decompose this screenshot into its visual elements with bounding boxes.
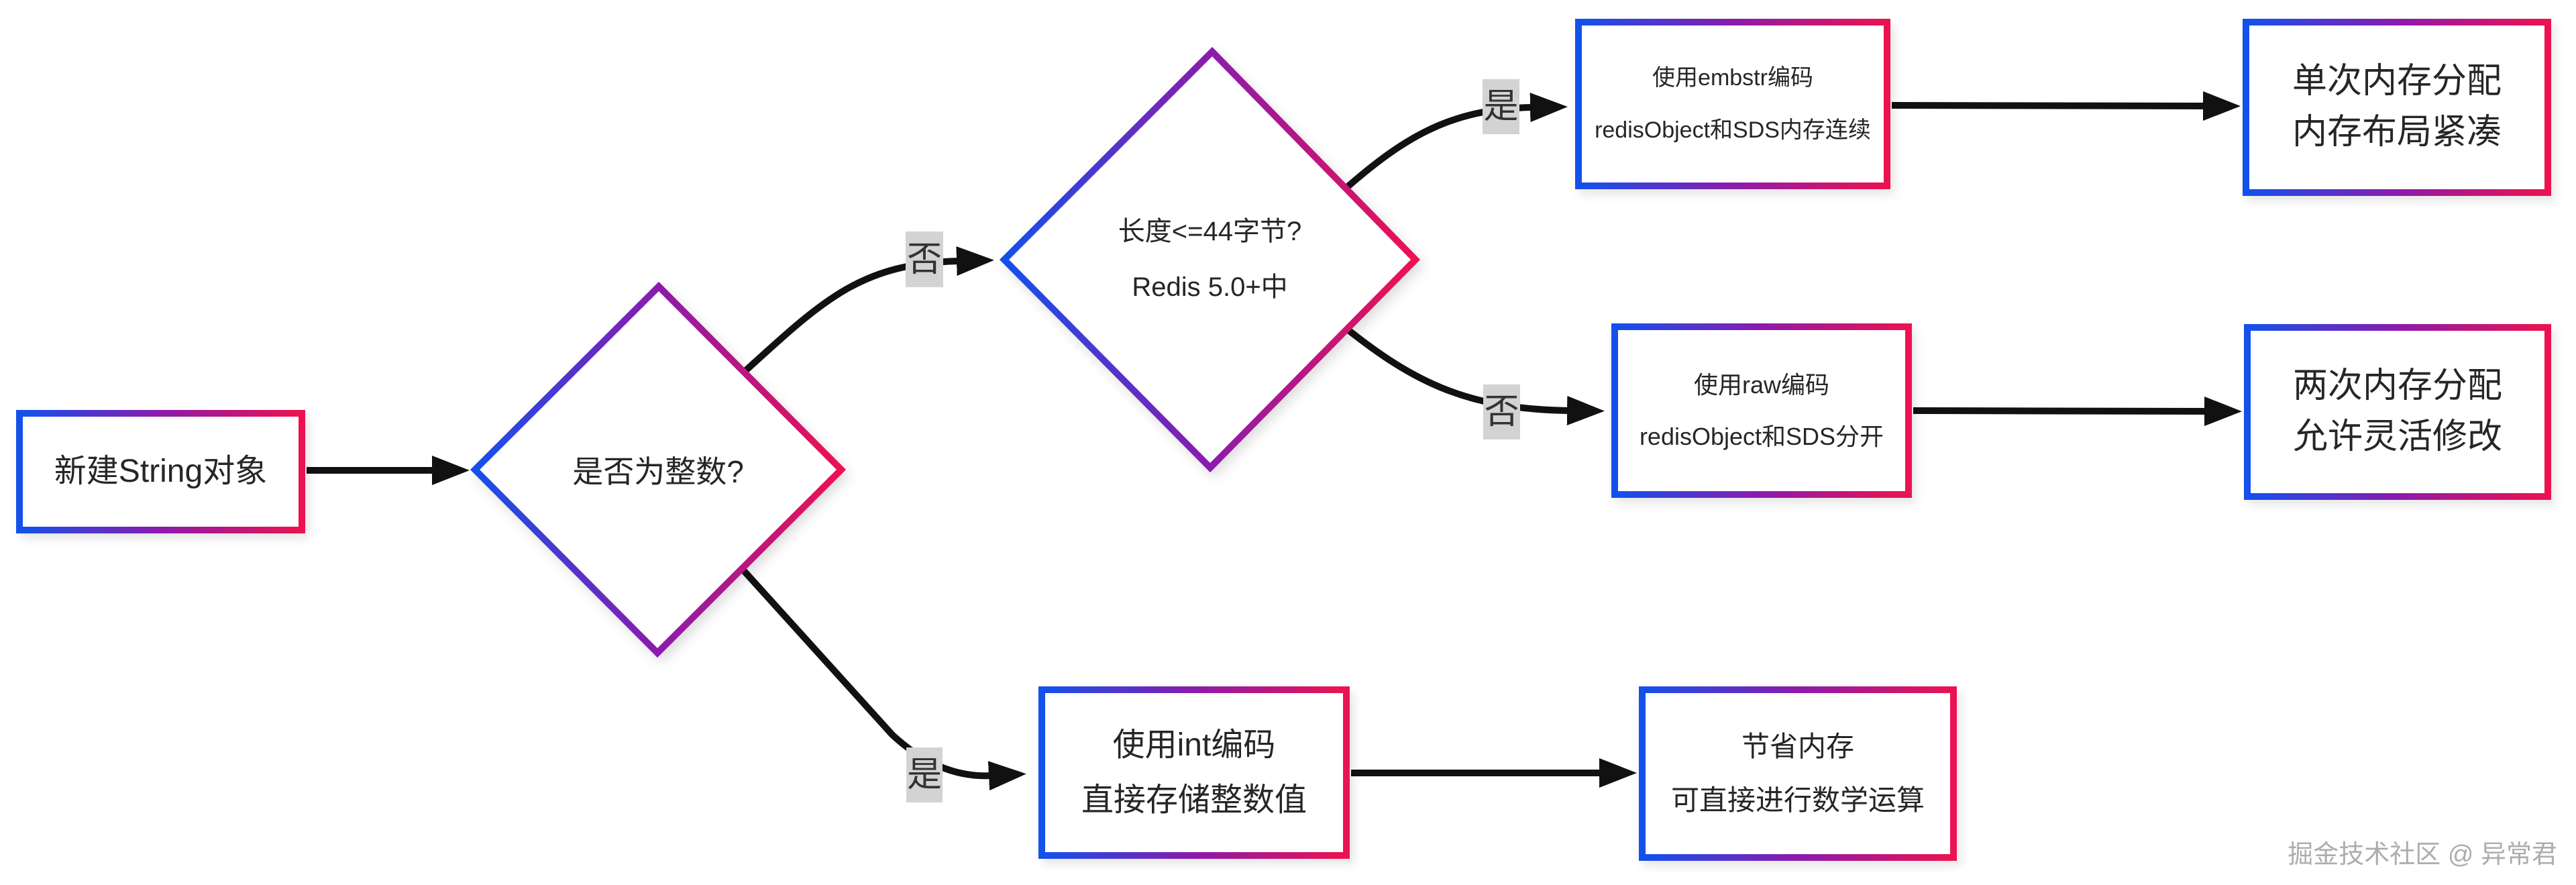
raw-result-node: 两次内存分配 允许灵活修改 [2244,324,2551,500]
int-node: 使用int编码 直接存储整数值 [1038,686,1350,859]
edge-integer-yes-to-int [710,534,1026,791]
embstr-node: 使用embstr编码 redisObject和SDS内存连续 [1575,19,1890,189]
edge-label-yes-to-embstr: 是 [1483,79,1519,134]
embstr-node-line1: 使用embstr编码 [1652,64,1813,91]
raw-node-line2: redisObject和SDS分开 [1639,423,1884,450]
raw-node-line1: 使用raw编码 [1693,370,1829,399]
start-node: 新建String对象 [16,410,305,533]
edge-embstr-to-result [1891,91,2241,121]
decision-diamond-is-integer [470,281,847,658]
embstr-result-line1: 单次内存分配 [2292,62,2502,101]
edge-length-no-to-raw [1336,319,1605,425]
embstr-node-line2: redisObject和SDS内存连续 [1595,117,1871,143]
decision-diamond-length [999,46,1421,473]
edge-label-yes-to-int: 是 [906,747,943,802]
int-result-node: 节省内存 可直接进行数学运算 [1639,686,1957,861]
raw-result-line2: 允许灵活修改 [2292,417,2502,456]
int-result-line1: 节省内存 [1741,731,1854,763]
embstr-result-line2: 内存布局紧凑 [2292,113,2502,152]
raw-node: 使用raw编码 redisObject和SDS分开 [1611,323,1912,498]
int-node-line2: 直接存储整数值 [1081,782,1307,818]
start-node-label: 新建String对象 [54,453,268,489]
int-result-line2: 可直接进行数学运算 [1670,784,1925,816]
edge-label-no-to-length: 否 [906,231,943,287]
edge-label-no-to-raw: 否 [1483,384,1520,439]
watermark-text: 掘金技术社区 @ 异常君 [2288,841,2557,869]
embstr-result-node: 单次内存分配 内存布局紧凑 [2243,19,2551,196]
raw-result-line1: 两次内存分配 [2292,366,2502,406]
int-node-line1: 使用int编码 [1112,727,1276,763]
